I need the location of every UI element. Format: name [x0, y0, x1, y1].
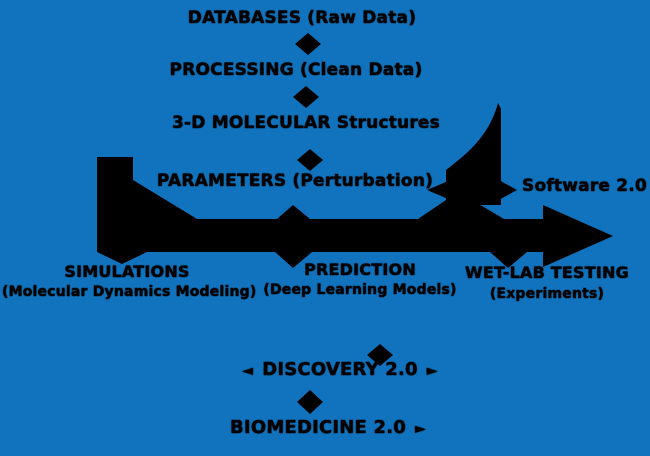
right-arrow-icon: ► — [426, 362, 438, 379]
bar-bottom-connector-right — [490, 252, 527, 268]
branch-right-subtitle: (Experiments) — [489, 286, 605, 302]
flow-step-5: DISCOVERY 2.0 — [262, 359, 418, 380]
flow-step-4: PARAMETERS (Perturbation) — [156, 171, 434, 191]
main-arrow-bar — [97, 219, 545, 252]
left-elbow-shape — [97, 157, 197, 219]
diamond-connector-icon — [293, 86, 319, 108]
software-2-label: Software 2.0 — [522, 176, 647, 196]
bar-bottom-connector-center — [275, 252, 312, 268]
flow-step-5-row: ◄ DISCOVERY 2.0 ► — [225, 359, 455, 380]
diamond-connector-icon — [297, 390, 323, 414]
diamond-connector-icon — [297, 149, 323, 171]
flow-step-3: 3-D MOLECULAR Structures — [171, 113, 440, 133]
diamond-connector-icon — [367, 344, 393, 366]
branch-left-subtitle: (Molecular Dynamics Modeling) — [2, 284, 257, 300]
main-arrow-right-head-icon — [543, 205, 613, 267]
branch-left-title: SIMULATIONS — [64, 262, 190, 281]
bar-top-connector — [277, 205, 310, 219]
fin-base-shape — [418, 200, 504, 219]
right-arrow-icon: ► — [415, 420, 426, 437]
branch-right-title: WET-LAB TESTING — [465, 263, 629, 282]
main-arrow-left-down-point — [97, 252, 147, 264]
left-arrow-icon: ◄ — [242, 362, 254, 379]
flow-step-2: PROCESSING (Clean Data) — [169, 60, 423, 80]
rising-fin-shape — [446, 103, 501, 205]
branch-center-subtitle: (Deep Learning Models) — [263, 282, 457, 298]
flow-step-6-row: BIOMEDICINE 2.0 ► — [213, 417, 443, 438]
left-arrow-icon — [427, 179, 453, 201]
flow-step-6: BIOMEDICINE 2.0 — [230, 417, 407, 438]
diamond-connector-icon — [295, 33, 321, 55]
flow-step-1: DATABASES (Raw Data) — [187, 8, 417, 28]
right-arrow-icon — [497, 179, 517, 201]
branch-center-title: PREDICTION — [304, 260, 416, 279]
